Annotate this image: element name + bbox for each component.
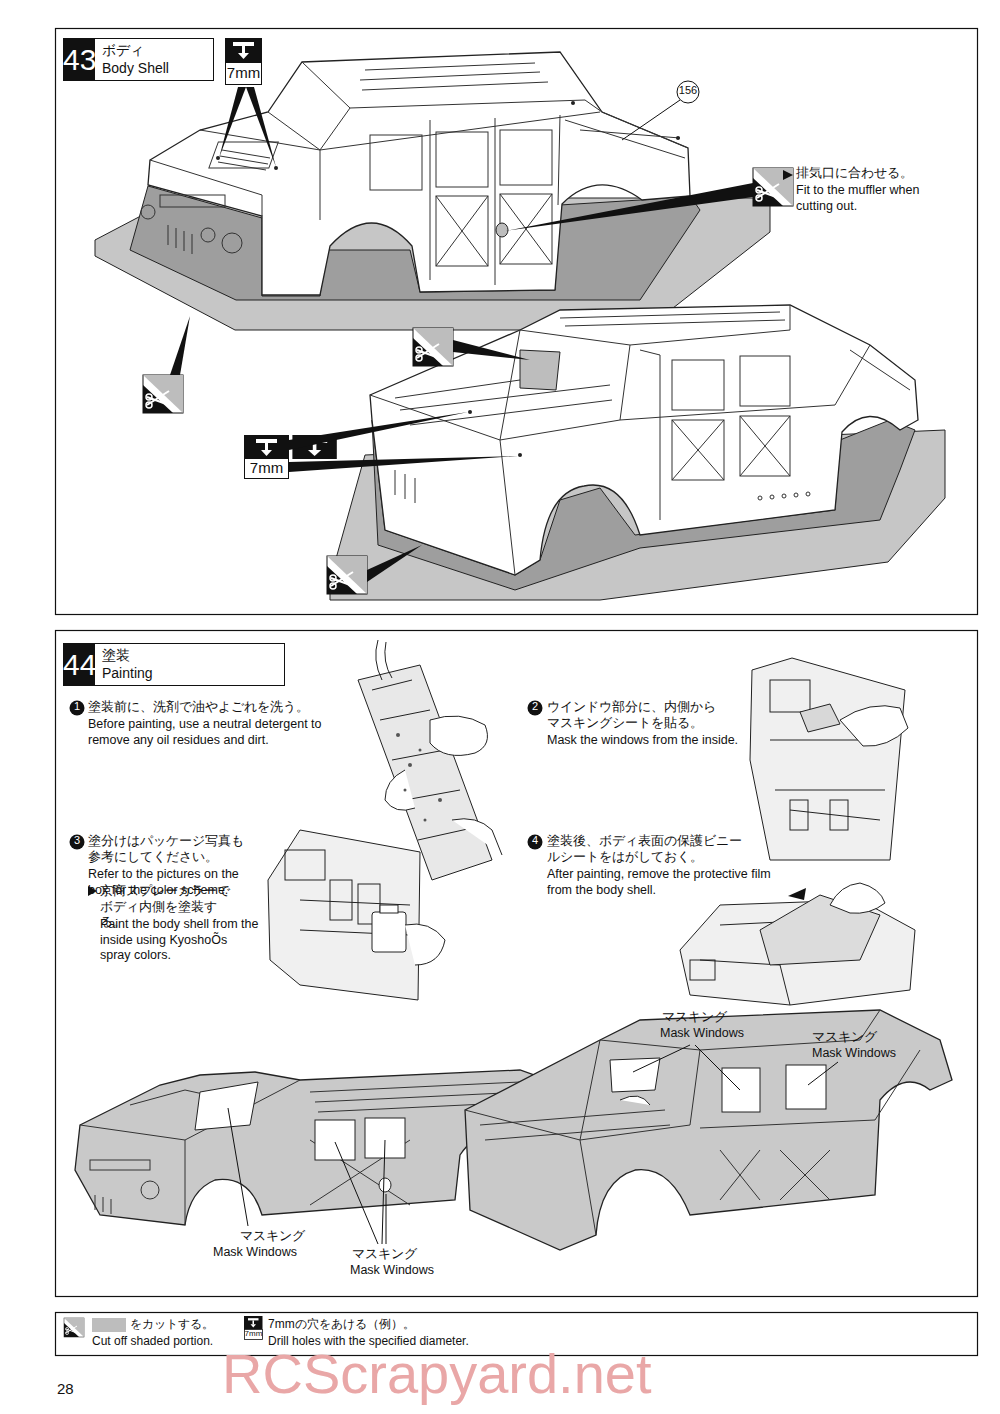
mask-label-en: Mask Windows [812, 1046, 896, 1062]
step-marker: 2 [528, 700, 542, 714]
step-number: 44 [63, 643, 95, 686]
mask-label-jp: マスキング [240, 1229, 305, 1245]
instruction-jp: ウインドウ部分に、内側からマスキングシートを貼る。 [547, 700, 719, 731]
mask-label-en: Mask Windows [213, 1245, 297, 1261]
callout-number: 156 [676, 84, 700, 98]
step-title-en: Painting [102, 665, 153, 683]
instruction-en: Paint the body shell from the inside usi… [100, 917, 260, 964]
step-header: 43 ボディBody Shell [63, 38, 214, 81]
drill-size: 7mm [226, 64, 261, 83]
mask-label-jp: マスキング [352, 1247, 417, 1263]
instruction-en: Before painting, use a neutral detergent… [88, 717, 338, 748]
step-marker: 4 [528, 834, 542, 848]
legend-text-en: Cut off shaded portion. [92, 1334, 213, 1349]
step-title-jp: ボディ [102, 42, 144, 60]
mask-label-en: Mask Windows [660, 1026, 744, 1042]
legend-text-jp: をカットする。 [130, 1317, 214, 1332]
step-title-jp: 塗装 [102, 647, 130, 665]
step-marker: 1 [70, 700, 84, 714]
mask-label-en: Mask Windows [350, 1263, 434, 1279]
note-en: Fit to the muffler when cutting out. [796, 183, 921, 214]
instruction-jp: 塗装後、ボディ表面の保護ビニールシートをはがしておく。 [547, 834, 747, 865]
mask-label-jp: マスキング [812, 1030, 877, 1046]
page-number: 28 [57, 1380, 74, 1399]
instruction-jp: 塗装前に、洗剤で油やよごれを洗う。 [88, 700, 309, 716]
instruction-en: After painting, remove the protective fi… [547, 867, 772, 898]
watermark: RCScrapyard.net [222, 1346, 652, 1402]
instruction-en: Mask the windows from the inside. [547, 733, 777, 749]
step-title-en: Body Shell [102, 60, 169, 78]
step-number: 43 [63, 38, 95, 81]
drill-size: 7mm [245, 459, 288, 478]
legend-text-jp: 7mmの穴をあける（例）。 [268, 1317, 415, 1332]
drill-size: 7mm [244, 1329, 263, 1339]
step-marker: 3 [70, 834, 84, 848]
instruction-jp: 塗分けはパッケージ写真も参考にしてください。 [88, 834, 250, 865]
step-header: 44 塗装Painting [63, 643, 285, 686]
mask-label-jp: マスキング [662, 1010, 727, 1026]
note-jp: 排気口に合わせる。 [796, 166, 913, 182]
